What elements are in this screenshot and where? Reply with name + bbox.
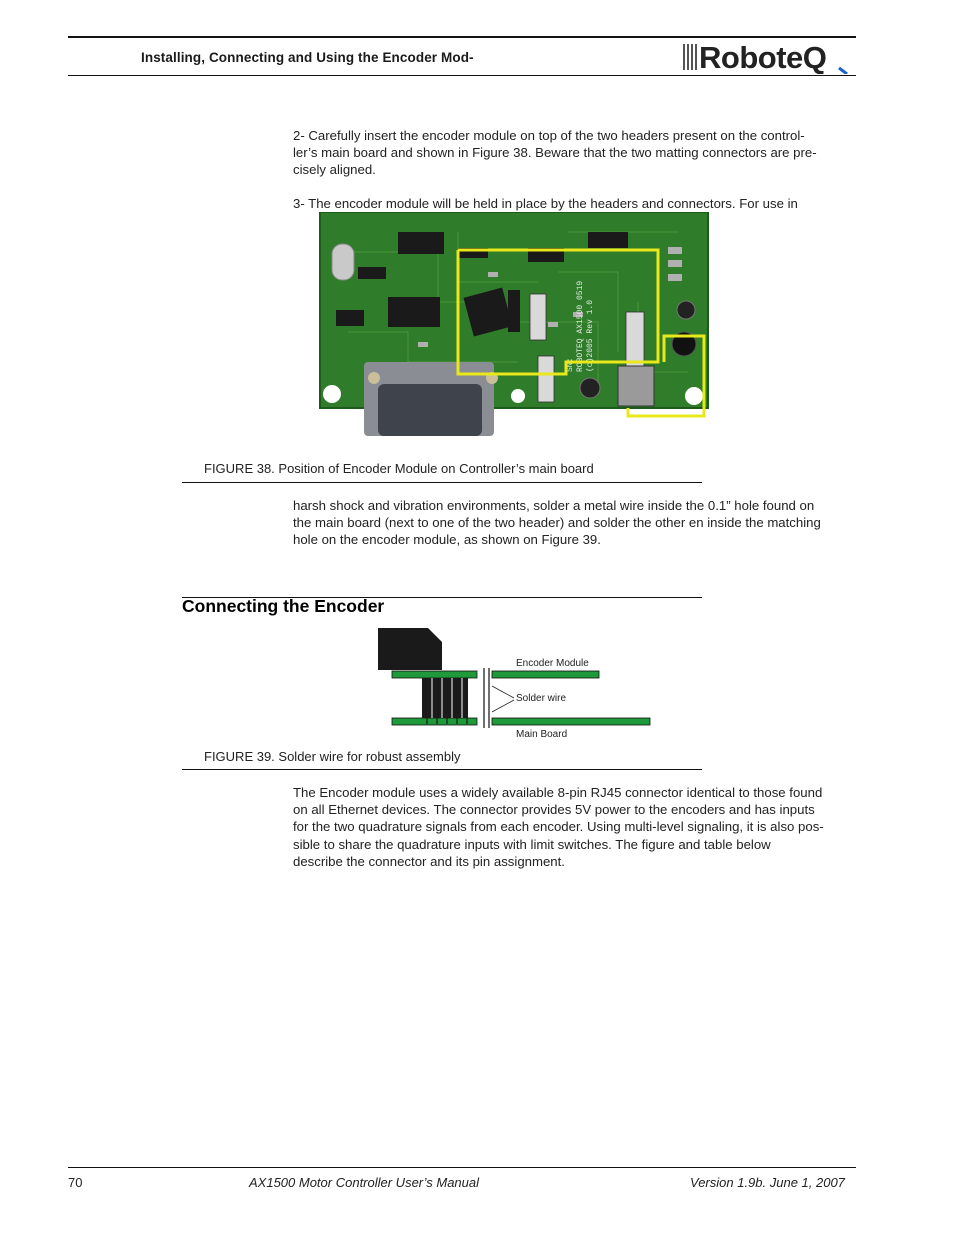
step-2-paragraph: 2- Carefully insert the encoder module o…: [293, 127, 858, 179]
footer-rule: [68, 1167, 856, 1168]
text-line: The Encoder module uses a widely availab…: [293, 785, 823, 800]
encoder-module-board-right: [491, 670, 600, 679]
text-line: harsh shock and vibration environments, …: [293, 498, 815, 513]
main-board-left: [391, 717, 478, 726]
encoder-connector-paragraph: The Encoder module uses a widely availab…: [293, 784, 858, 870]
figure-38-rule: [182, 482, 702, 483]
text-line: 2- Carefully insert the encoder module o…: [293, 128, 805, 143]
rj45-connector-shape: [378, 628, 442, 670]
svg-text:RoboteQ: RoboteQ: [699, 40, 826, 74]
encoder-module-board-left: [391, 670, 478, 679]
figure-38-caption: FIGURE 38. Position of Encoder Module on…: [204, 461, 594, 476]
running-header-title: Installing, Connecting and Using the Enc…: [141, 50, 474, 65]
main-board-label: Main Board: [516, 729, 567, 740]
text-line: 3- The encoder module will be held in pl…: [293, 196, 798, 211]
section-heading-rule: [182, 597, 702, 598]
header-top-rule: [68, 36, 856, 38]
solder-wire-label: Solder wire: [516, 693, 566, 704]
text-line: for the two quadrature signals from each…: [293, 819, 824, 835]
header-bottom-rule: [68, 75, 856, 76]
board-silkscreen: ROBOTEQ AX1500 0519: [576, 281, 585, 372]
solder-wire-shape: [483, 668, 490, 728]
section-heading: Connecting the Encoder: [182, 596, 385, 616]
controller-board-photo: SN: ROBOTEQ AX1500 0519 (c)2005 Rev 1.0: [318, 212, 710, 442]
figure-39-rule: [182, 769, 702, 770]
text-line: on all Ethernet devices. The connector p…: [293, 802, 815, 818]
header-pins: [422, 678, 468, 724]
text-line: describe the connector and its pin assig…: [293, 853, 565, 869]
roboteq-logo: RoboteQ: [681, 38, 856, 76]
text-line: cisely aligned.: [293, 162, 376, 178]
step-3-paragraph-continued: harsh shock and vibration environments, …: [293, 497, 858, 549]
board-silkscreen: (c)2005 Rev 1.0: [586, 300, 595, 372]
text-line: sible to share the quadrature inputs wit…: [293, 836, 771, 852]
figure-39-caption: FIGURE 39. Solder wire for robust assemb…: [204, 749, 461, 764]
step-3-paragraph-start: 3- The encoder module will be held in pl…: [293, 195, 858, 212]
text-line: hole on the encoder module, as shown on …: [293, 532, 601, 548]
text-line: ler’s main board and shown in Figure 38.…: [293, 145, 817, 161]
version-date: Version 1.9b. June 1, 2007: [690, 1175, 845, 1190]
board-silkscreen: SN:: [566, 358, 575, 372]
main-board-right: [491, 717, 651, 726]
text-line: the main board (next to one of the two h…: [293, 515, 821, 531]
page-number: 70: [68, 1175, 83, 1190]
encoder-module-label: Encoder Module: [516, 658, 589, 669]
manual-title: AX1500 Motor Controller User’s Manual: [249, 1175, 480, 1190]
solder-wire-diagram: Encoder Module Solder wire Main Board: [376, 628, 666, 743]
